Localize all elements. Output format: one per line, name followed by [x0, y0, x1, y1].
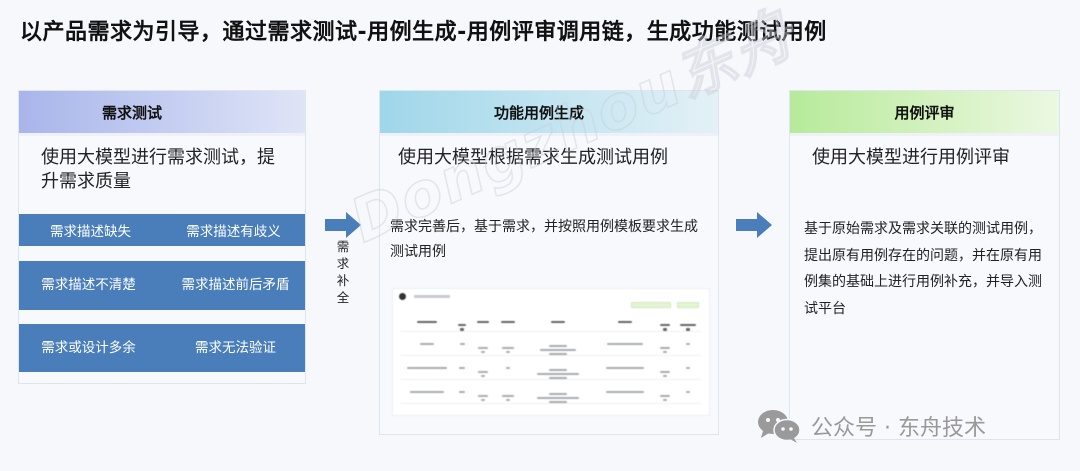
issue-item: 需求无法验证 [195, 340, 276, 356]
thumbnail-row [401, 403, 701, 415]
column-subtitle: 使用大模型进行用例评审 [812, 147, 1010, 168]
issue-item: 需求描述有歧义 [186, 224, 281, 240]
test-case-table-thumbnail [392, 288, 710, 416]
thumbnail-table [401, 311, 701, 415]
wechat-icon [758, 410, 801, 443]
issue-item: 需求或设计多余 [41, 340, 136, 356]
issue-item: 需求描述不清楚 [41, 277, 136, 293]
thumbnail-topbar [393, 289, 709, 303]
thumbnail-row [401, 355, 701, 380]
column-case-review: 用例评审 使用大模型进行用例评审 基于原始需求及需求关联的测试用例，提出原有用例… [789, 90, 1060, 440]
column-header: 需求测试 [19, 91, 305, 136]
thumbnail-tags [631, 302, 699, 308]
issue-item: 需求描述缺失 [50, 224, 131, 240]
column-header: 功能用例生成 [380, 91, 718, 136]
thumbnail-row [401, 331, 701, 356]
column-description: 需求完善后，基于需求，并按照用例模板要求生成测试用例 [390, 219, 698, 260]
issue-item: 需求描述前后矛盾 [181, 277, 290, 293]
footer-brand: 公众号 · 东舟技术 [757, 409, 986, 443]
thumbnail-header-row [401, 311, 701, 332]
column-requirement-testing: 需求测试 使用大模型进行需求测试，提升需求质量 需求描述缺失 需求描述有歧义 需… [18, 90, 306, 384]
thumbnail-row [401, 379, 701, 404]
connector-label: 需求补全 [336, 239, 350, 305]
app-logo-icon [399, 292, 406, 300]
column-header: 用例评审 [790, 91, 1059, 136]
column-case-generation: 功能用例生成 使用大模型根据需求生成测试用例 需求完善后，基于需求，并按照用例模… [379, 90, 719, 435]
footer-brand-text: 公众号 · 东舟技术 [811, 416, 986, 441]
issue-row: 需求描述不清楚 需求描述前后矛盾 [19, 261, 305, 310]
column-subtitle: 使用大模型进行需求测试，提升需求质量 [41, 147, 275, 192]
column-subtitle: 使用大模型根据需求生成测试用例 [398, 147, 668, 168]
issue-list: 需求描述缺失 需求描述有歧义 需求描述不清楚 需求描述前后矛盾 需求或设计多余 … [19, 214, 305, 372]
thumbnail-tag [631, 302, 671, 308]
issue-row: 需求描述缺失 需求描述有歧义 [19, 214, 305, 246]
arrow-right-icon [325, 212, 361, 238]
thumbnail-tag [677, 302, 699, 308]
column-description: 基于原始需求及需求关联的测试用例，提出原有用例存在的问题，并在原有用例集的基础上… [804, 221, 1042, 317]
arrow-right-icon [736, 212, 772, 238]
thumbnail-title [414, 294, 450, 298]
issue-row: 需求或设计多余 需求无法验证 [19, 324, 305, 372]
page-title: 以产品需求为引导，通过需求测试-用例生成-用例评审调用链，生成功能测试用例 [20, 20, 827, 45]
